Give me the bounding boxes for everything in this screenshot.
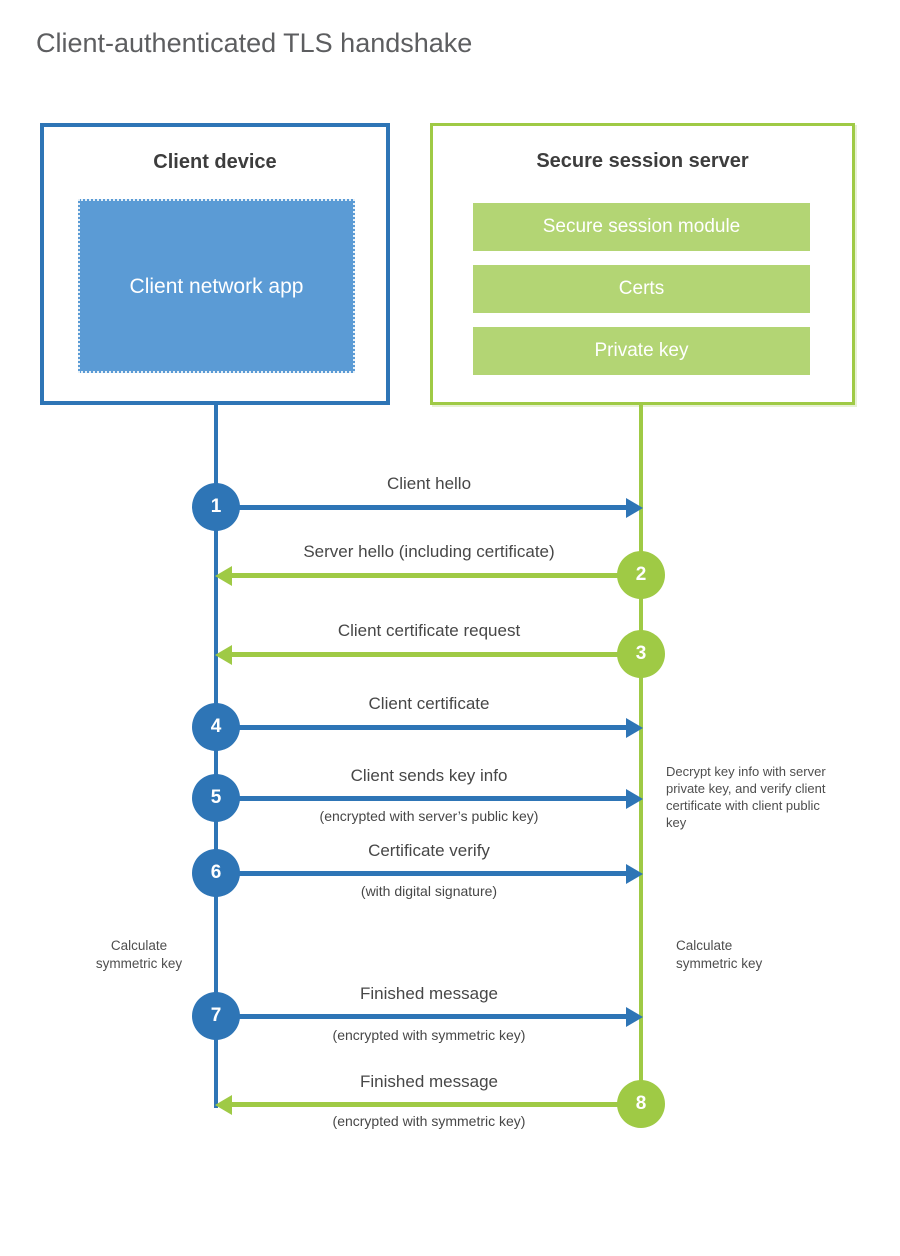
step-circle-5: 5 [192,774,240,822]
server-lifeline [639,403,643,1127]
arrow-right-icon [217,788,643,809]
message-label: Client certificate [368,694,490,713]
arrow-right-icon [217,863,643,884]
client-lifeline [214,403,218,1108]
step-circle-7: 7 [192,992,240,1040]
step-circle-1: 1 [192,483,240,531]
client-network-app-label: Client network app [129,274,304,298]
server-calculate-note: Calculate symmetric key [676,938,763,971]
message-label: Finished message [360,984,498,1003]
message-sublabel: (encrypted with symmetric key) [332,1113,526,1129]
server-decrypt-note: Decrypt key info with server private key… [666,764,826,830]
message-sublabel: (encrypted with symmetric key) [332,1027,526,1043]
message-sublabel: (with digital signature) [360,883,498,899]
arrow-left-icon [215,1094,641,1115]
secure-session-server-title: Secure session server [536,150,749,172]
step-circle-2: 2 [617,551,665,599]
message-label: Client hello [386,474,472,493]
client-calculate-note: Calculate symmetric key [95,938,183,971]
server-module-bar: Certs [473,265,810,313]
message-label: Server hello (including certificate) [303,542,555,561]
client-network-app-box: Client network app [78,199,355,373]
step-circle-8: 8 [617,1080,665,1128]
arrow-right-icon [217,717,643,738]
client-device-title: Client device [153,151,277,173]
page-title: Client-authenticated TLS handshake [36,28,473,58]
arrow-right-icon [217,497,643,518]
message-label: Certificate verify [368,841,490,860]
message-label: Client sends key info [350,766,508,785]
arrow-left-icon [215,565,641,586]
server-module-bar: Secure session module [473,203,810,251]
secure-session-server-box: Secure session server Secure session mod… [430,123,855,405]
arrow-right-icon [217,1006,643,1027]
step-circle-4: 4 [192,703,240,751]
message-label: Finished message [360,1072,498,1091]
message-sublabel: (encrypted with server’s public key) [319,808,539,824]
server-module-bar: Private key [473,327,810,375]
message-label: Client certificate request [337,621,521,640]
arrow-left-icon [215,644,641,665]
step-circle-6: 6 [192,849,240,897]
client-device-box: Client device Client network app [40,123,390,405]
step-circle-3: 3 [617,630,665,678]
